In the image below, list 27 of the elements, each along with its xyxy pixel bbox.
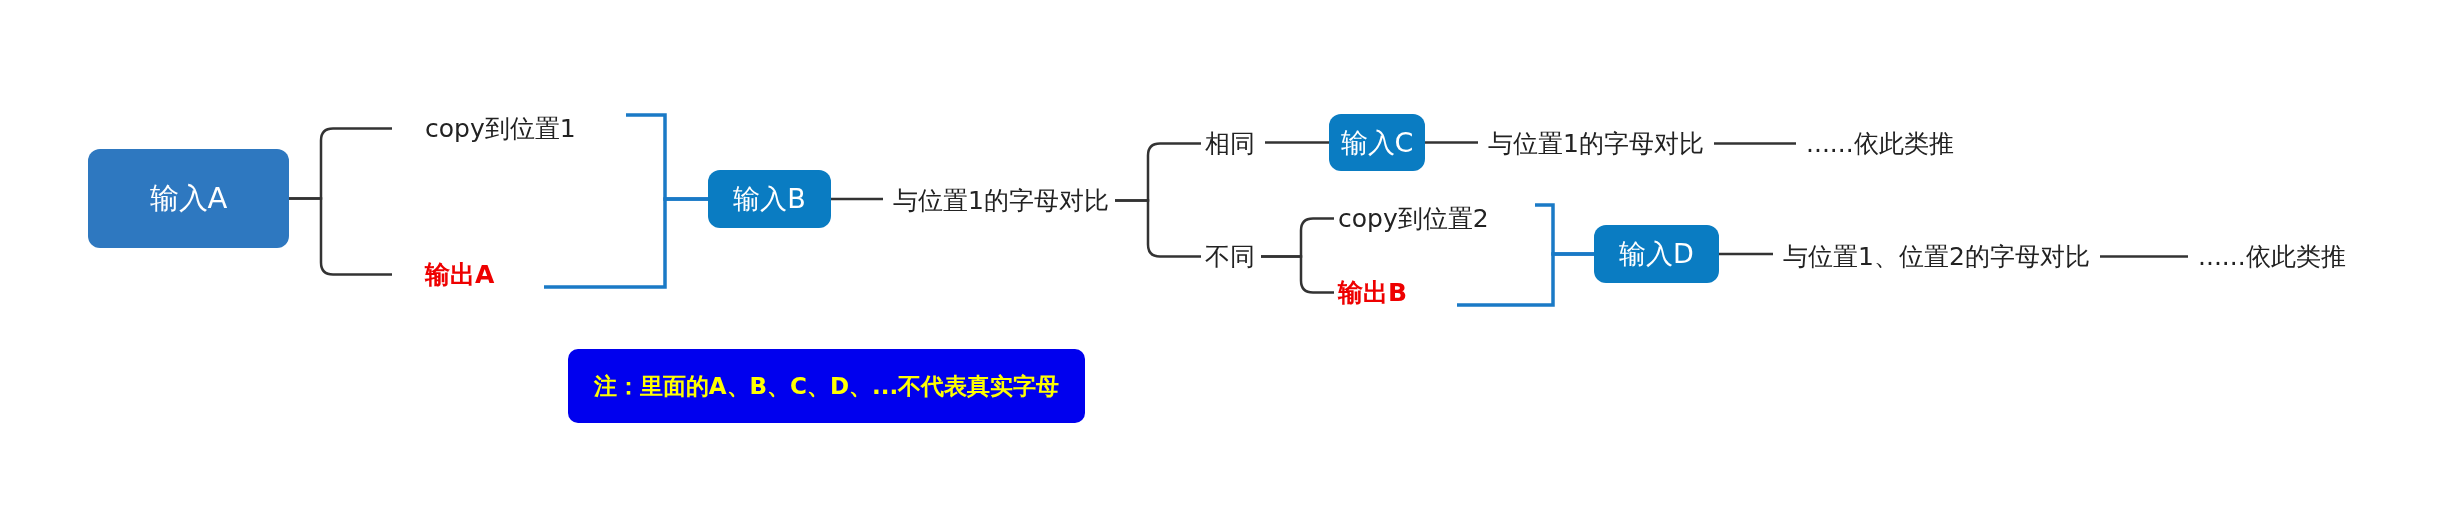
connector-line xyxy=(289,197,392,276)
topic-box: 输入D xyxy=(1594,225,1719,283)
topic-box: 输入C xyxy=(1329,114,1425,171)
topic-box: 输入B xyxy=(708,170,831,228)
topic-text: 与位置1、位置2的字母对比 xyxy=(1783,239,2090,273)
topic-box: 输入A xyxy=(88,149,289,248)
connector-line xyxy=(831,197,883,201)
connector-line xyxy=(1115,199,1201,258)
bracket-connector xyxy=(544,197,708,289)
topic-text: ......依此类推 xyxy=(2198,239,2346,273)
connector-line xyxy=(1265,141,1329,144)
topic-text: copy到位置1 xyxy=(425,111,626,145)
topic-text: ......依此类推 xyxy=(1806,126,1954,160)
topic-text: 输出A xyxy=(425,257,545,291)
topic-text: copy到位置2 xyxy=(1338,201,1535,235)
topic-text: 输出B xyxy=(1338,275,1458,309)
topic-text: 与位置1的字母对比 xyxy=(893,183,1109,217)
topic-text: 相同 xyxy=(1205,126,1255,160)
connector-line xyxy=(1425,141,1478,144)
bracket-connector xyxy=(1457,252,1594,307)
note-box: 注：里面的A、B、C、D、...不代表真实字母 xyxy=(568,349,1085,423)
connector-line xyxy=(2100,255,2188,258)
connector-line xyxy=(1261,255,1334,294)
topic-text: 不同 xyxy=(1205,239,1255,273)
topic-text: 与位置1的字母对比 xyxy=(1488,126,1704,160)
connector-line xyxy=(1719,252,1773,256)
connector-line xyxy=(1714,142,1796,145)
